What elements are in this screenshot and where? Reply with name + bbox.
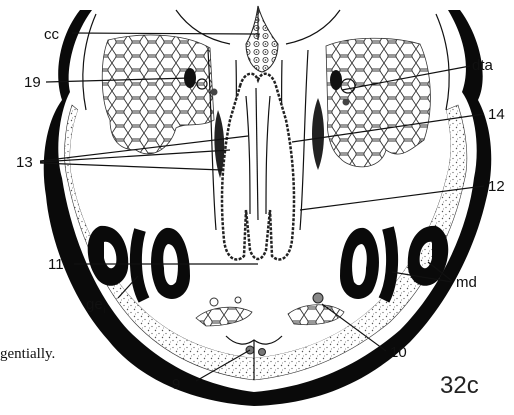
label-10: 10 [390, 344, 407, 361]
label-19: 19 [24, 74, 41, 91]
label-9: 9 [172, 376, 180, 393]
central-septum [246, 6, 278, 72]
label-md: md [456, 274, 477, 291]
label-14: 14 [488, 106, 505, 123]
label-13: 13 [16, 154, 33, 171]
label-12: 12 [488, 178, 505, 195]
label-ge-subscript: i [104, 305, 106, 315]
label-11: 11 [48, 256, 64, 273]
panel-label: 32c [440, 372, 479, 399]
label-dta: dta [472, 57, 494, 74]
caption-fragment: gentially. [0, 346, 55, 362]
label-ge-main: ge [86, 296, 103, 313]
label-cc: cc [44, 26, 60, 43]
